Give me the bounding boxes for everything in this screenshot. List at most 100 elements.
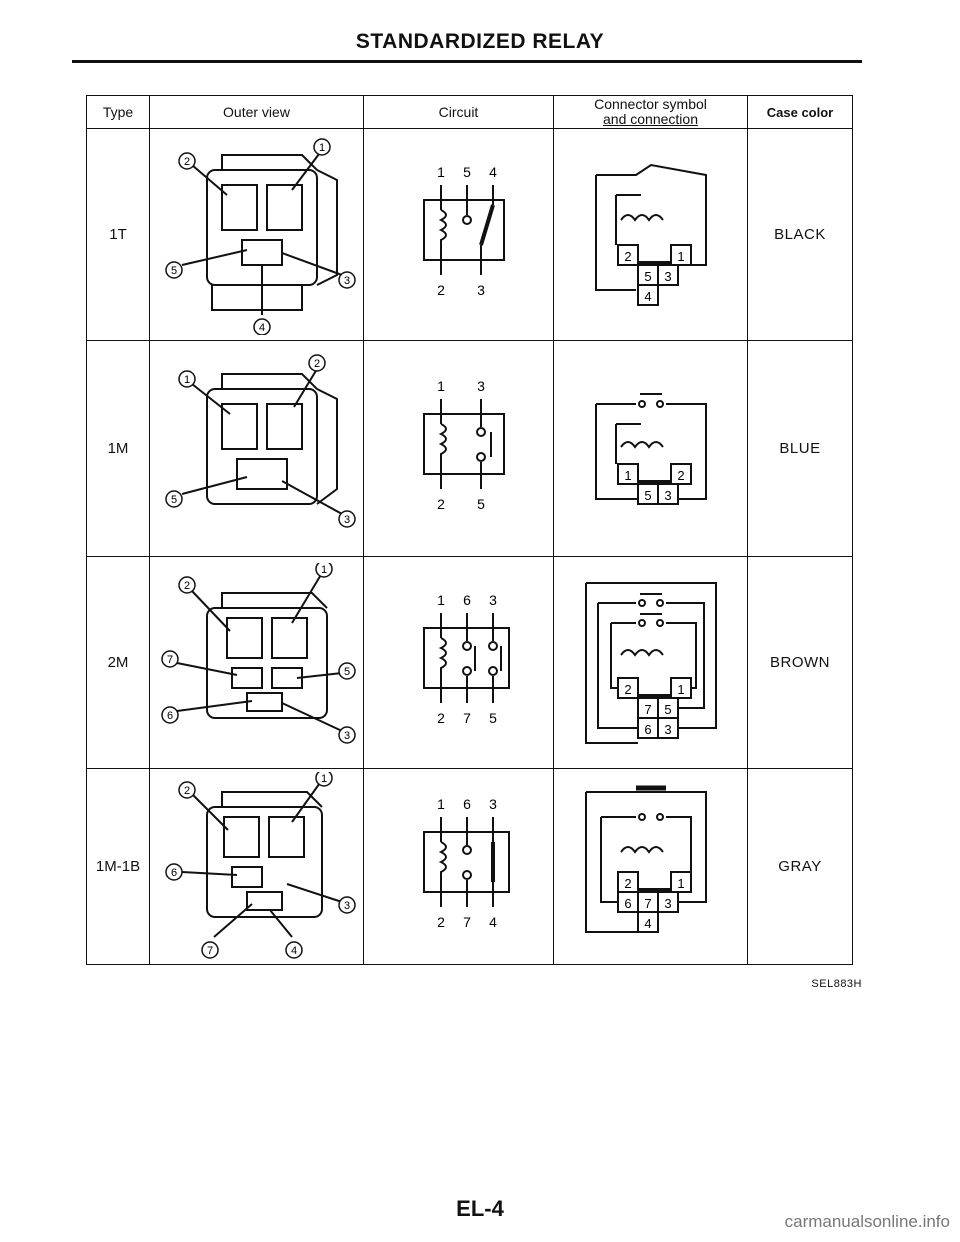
connector-pin: 1 — [677, 876, 684, 891]
circuit-terminal: 3 — [477, 282, 485, 298]
outer-callout: 1 — [183, 374, 189, 386]
callout-circle — [160, 649, 179, 668]
connector-pin: 6 — [624, 896, 631, 911]
circuit-terminal: 6 — [463, 592, 471, 608]
connector-pin: 3 — [664, 269, 671, 284]
callout-circle — [252, 317, 271, 335]
outer-callout: 3 — [343, 900, 349, 912]
callout-circle — [160, 705, 179, 724]
page-title: STANDARDIZED RELAY — [355, 30, 605, 53]
header-outer-view: Outer view — [149, 95, 364, 129]
outer-callout: 4 — [290, 945, 296, 957]
outer-callout: 5 — [170, 265, 176, 277]
circuit-drawing: 1 6 3 2 7 4 — [422, 796, 510, 930]
outer-callout: 2 — [183, 156, 189, 168]
circuit-drawing: 1 6 3 2 7 5 — [422, 592, 510, 726]
case-color-cell: BLACK — [747, 128, 853, 341]
connector-drawing: 1 2 5 3 — [594, 392, 707, 505]
connector-pin: 2 — [624, 876, 631, 891]
callout-circle — [307, 353, 326, 372]
outer-callout: 3 — [343, 514, 349, 526]
circuit-terminal: 5 — [489, 710, 497, 726]
header-type: Type — [86, 95, 150, 129]
header-row: Type Outer view Circuit Connector symbol… — [86, 95, 853, 129]
connector-pin: 3 — [664, 722, 671, 737]
circuit-terminal: 1 — [437, 796, 445, 812]
circuit-terminal: 6 — [463, 796, 471, 812]
header-circuit: Circuit — [363, 95, 554, 129]
connector-pin: 7 — [644, 896, 651, 911]
watermark: carmanualsonline.info — [784, 1212, 950, 1231]
outer-callout: 4 — [258, 322, 264, 334]
connector-pin: 5 — [664, 702, 671, 717]
header-connector: Connector symbol and connection — [553, 95, 748, 129]
outer-callout: 6 — [170, 867, 176, 879]
connector-pin: 7 — [644, 702, 651, 717]
outer-callout: 7 — [206, 945, 212, 957]
circuit-terminal: 5 — [463, 164, 471, 180]
outer-callout: 6 — [166, 710, 172, 722]
circuit-terminal: 7 — [463, 710, 471, 726]
title-rule — [72, 60, 862, 63]
circuit-terminal: 4 — [489, 164, 497, 180]
callout-circle — [337, 895, 356, 914]
connector-pin: 6 — [644, 722, 651, 737]
connector-pin: 4 — [644, 916, 651, 931]
circuit-cell: 1 3 2 5 — [363, 340, 554, 557]
case-color-cell: BLUE — [747, 340, 853, 557]
callout-circle — [164, 489, 183, 508]
callout-circle — [200, 940, 219, 959]
connector-drawing: 2 1 6 7 3 4 — [584, 785, 707, 933]
callout-circle — [337, 661, 356, 680]
outer-callout: 3 — [343, 730, 349, 742]
outer-callout: 5 — [170, 494, 176, 506]
connector-pin: 3 — [664, 488, 671, 503]
connector-pin: 1 — [624, 468, 631, 483]
callout-circle — [314, 771, 333, 787]
connector-pin: 5 — [644, 269, 651, 284]
connector-cell: 2 1 5 3 4 — [553, 128, 748, 341]
connector-pin: 3 — [664, 896, 671, 911]
connector-pin: 2 — [624, 682, 631, 697]
circuit-terminal: 1 — [437, 164, 445, 180]
figure-code: SEL883H — [811, 978, 862, 990]
connector-cell: 1 2 5 3 — [553, 340, 748, 557]
connector-pin: 1 — [677, 682, 684, 697]
connector-cell: 2 1 6 7 3 4 — [553, 768, 748, 965]
circuit-terminal: 3 — [489, 592, 497, 608]
callout-circle — [314, 562, 333, 578]
circuit-cell: 1 6 3 2 7 5 — [363, 556, 554, 769]
callout-circle — [312, 137, 331, 156]
case-color-cell: GRAY — [747, 768, 853, 965]
circuit-terminal: 7 — [463, 914, 471, 930]
outer-callout: 1 — [320, 773, 326, 785]
circuit-drawing: 1 3 2 5 — [422, 378, 505, 512]
connector-pin: 1 — [677, 249, 684, 264]
callout-circle — [284, 940, 303, 959]
callout-circle — [337, 270, 356, 289]
case-color-cell: BROWN — [747, 556, 853, 769]
connector-cell: 2 1 7 5 6 3 — [553, 556, 748, 769]
relay-table: Type Outer view Circuit Connector symbol… — [86, 95, 853, 965]
type-cell: 1M-1B — [86, 768, 150, 965]
outer-callout: 1 — [320, 564, 326, 576]
type-cell: 1T — [86, 128, 150, 341]
connector-pin: 2 — [624, 249, 631, 264]
connector-pin: 4 — [644, 289, 651, 304]
circuit-terminal: 5 — [477, 496, 485, 512]
circuit-terminal: 4 — [489, 914, 497, 930]
callout-circle — [177, 369, 196, 388]
circuit-terminal: 1 — [437, 592, 445, 608]
connector-pin: 2 — [677, 468, 684, 483]
callout-circle — [164, 862, 183, 881]
